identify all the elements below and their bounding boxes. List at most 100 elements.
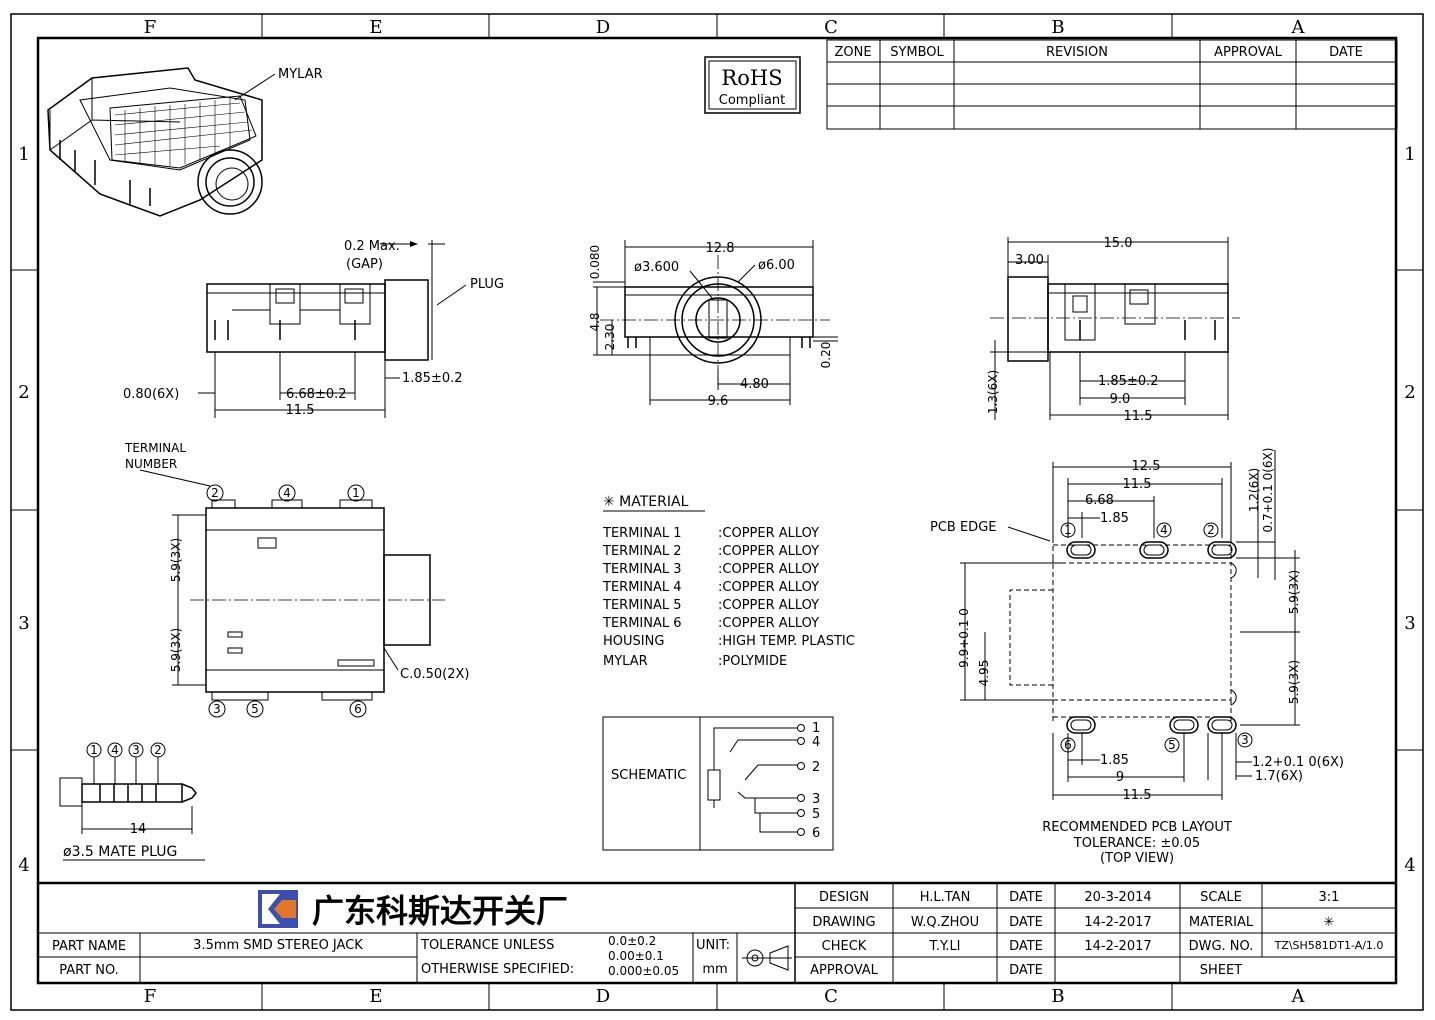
- date-label: DATE: [1009, 963, 1043, 978]
- pcb-dim-17: 1.7(6X): [1255, 769, 1303, 784]
- material-name: TERMINAL 6: [602, 616, 682, 631]
- col-label: A: [1291, 986, 1306, 1007]
- terminal-number: 1: [352, 486, 360, 500]
- check-label: CHECK: [822, 939, 867, 954]
- pcb-dim-125: 12.5: [1132, 459, 1161, 474]
- material-title: ✳ MATERIAL: [603, 494, 689, 510]
- check-name: T.Y.LI: [928, 939, 960, 954]
- pcb-pin: 4: [1160, 523, 1168, 537]
- date-label: DATE: [1009, 890, 1043, 905]
- dim-185: 1.85±0.2: [1098, 374, 1159, 389]
- material-value: :COPPER ALLOY: [718, 562, 819, 577]
- part-name-label: PART NAME: [52, 939, 126, 954]
- dim-0080: 0.080: [588, 245, 602, 279]
- plug-pin: 4: [111, 743, 119, 757]
- mylar-hatch: [109, 95, 257, 169]
- col-label: C: [824, 986, 838, 1007]
- terminal-markers: 2 4 1 3 5 6: [206, 484, 367, 718]
- pcb-dim-59b: 5.9(3X): [1287, 660, 1301, 704]
- pcb-dim-12b: 1.2+0.1 0(6X): [1252, 755, 1344, 770]
- top-view: TERMINAL NUMBER 2 4 1 3 5 6 5.9(3X) 5.9(…: [124, 441, 469, 718]
- dim-480: 4.80: [740, 377, 769, 392]
- row-label: 3: [18, 613, 29, 634]
- schematic-pin: 2: [812, 760, 820, 775]
- drawing-name: W.Q.ZHOU: [911, 915, 979, 930]
- pcb-pin: 5: [1168, 738, 1176, 752]
- col-label: F: [144, 986, 157, 1007]
- dim-96: 9.6: [708, 394, 729, 409]
- schematic-pin: 1: [812, 721, 820, 736]
- dim-128: 12.8: [706, 241, 735, 256]
- col-label: A: [1291, 17, 1306, 38]
- scale-label: SCALE: [1200, 890, 1242, 905]
- side-view: 0.2 Max. (GAP) PLUG 11.5 6.68±0.2 0.80(6…: [123, 239, 504, 418]
- scale-value: 3:1: [1319, 890, 1340, 905]
- pcb-dim-59a: 5.9(3X): [1287, 570, 1301, 614]
- dim-230: 2.30: [603, 324, 617, 351]
- isometric-view: MYLAR: [47, 67, 323, 217]
- dim-080: 0.80(6X): [123, 387, 179, 402]
- company-logo: [258, 890, 298, 928]
- plug-label: PLUG: [470, 277, 504, 292]
- gap-label-2: (GAP): [346, 257, 383, 272]
- chamfer-label: C.0.50(2X): [400, 667, 469, 682]
- gap-label-1: 0.2 Max.: [344, 239, 400, 254]
- material-list: ✳ MATERIAL TERMINAL 1 :COPPER ALLOY TERM…: [602, 494, 855, 669]
- pcb-dim-07: 0.7+0.1 0(6X): [1261, 448, 1275, 533]
- material-value: :COPPER ALLOY: [718, 616, 819, 631]
- row-label: 4: [1404, 855, 1415, 876]
- plug-caption: ø3.5 MATE PLUG: [63, 844, 177, 860]
- schematic: SCHEMATIC 1 4 2 3 5 6: [602, 716, 834, 851]
- unit-label: UNIT:: [696, 938, 730, 953]
- dim-150: 15.0: [1104, 236, 1133, 251]
- dim-115: 11.5: [1124, 409, 1153, 424]
- material-name: TERMINAL 2: [602, 544, 682, 559]
- tolerance-value: 0.00±0.1: [608, 949, 664, 963]
- dim-185: 1.85±0.2: [402, 371, 463, 386]
- drawing-frame: [10, 13, 1424, 1011]
- date-label: DATE: [1009, 939, 1043, 954]
- pcb-dim-185b: 1.85: [1100, 753, 1129, 768]
- right-view: 15.0 3.00 1.3(6X) 11.5 9.0 1.85±0.2: [986, 236, 1240, 424]
- col-label: B: [1051, 986, 1064, 1007]
- tolerance-line-2: OTHERWISE SPECIFIED:: [421, 962, 574, 977]
- row-label: 2: [18, 382, 29, 403]
- plug-pin: 1: [90, 743, 98, 757]
- pcb-pin: 2: [1207, 523, 1215, 537]
- mylar-label: MYLAR: [278, 67, 323, 82]
- pcb-dim-99: 9.9+0.1 0: [957, 608, 971, 668]
- col-label: D: [596, 986, 610, 1007]
- approval-label: APPROVAL: [810, 963, 879, 978]
- plug-pin: 2: [154, 743, 162, 757]
- pcb-pin: 3: [1241, 733, 1249, 747]
- pcb-dim-9: 9: [1116, 770, 1124, 785]
- col-label: E: [369, 986, 382, 1007]
- date-check: 14-2-2017: [1084, 939, 1151, 954]
- tolerance-value: 0.0±0.2: [608, 934, 656, 948]
- company-name: 广东科斯达开关厂: [312, 892, 568, 930]
- terminal-number: 4: [283, 486, 291, 500]
- sheet-label: SHEET: [1200, 963, 1242, 978]
- material-name: TERMINAL 4: [602, 580, 682, 595]
- date-drawing: 14-2-2017: [1084, 915, 1151, 930]
- rohs-title: RoHS: [721, 66, 782, 90]
- dim-d60: ø6.00: [758, 258, 795, 273]
- pcb-dim-12-6x: 1.2(6X): [1247, 468, 1261, 512]
- dim-300: 3.00: [1015, 253, 1044, 268]
- design-label: DESIGN: [819, 890, 869, 905]
- rev-header: ZONE: [834, 45, 871, 60]
- dwg-no-label: DWG. NO.: [1189, 939, 1254, 954]
- date-label: DATE: [1009, 915, 1043, 930]
- pcb-dim-115b: 11.5: [1123, 788, 1152, 803]
- material-value: :HIGH TEMP. PLASTIC: [718, 634, 855, 649]
- pcb-caption-3: (TOP VIEW): [1100, 851, 1174, 866]
- plug-pin: 3: [132, 743, 140, 757]
- terminal-label-1: TERMINAL: [124, 441, 186, 455]
- material-name: HOUSING: [603, 634, 664, 649]
- dim-668: 6.68±0.2: [286, 387, 347, 402]
- dim-59b: 5.9(3X): [169, 628, 183, 672]
- dim-d36: ø3.600: [634, 260, 679, 275]
- part-name-value: 3.5mm SMD STEREO JACK: [193, 938, 363, 953]
- dim-48: 4.8: [588, 312, 602, 331]
- schematic-label: SCHEMATIC: [611, 768, 686, 783]
